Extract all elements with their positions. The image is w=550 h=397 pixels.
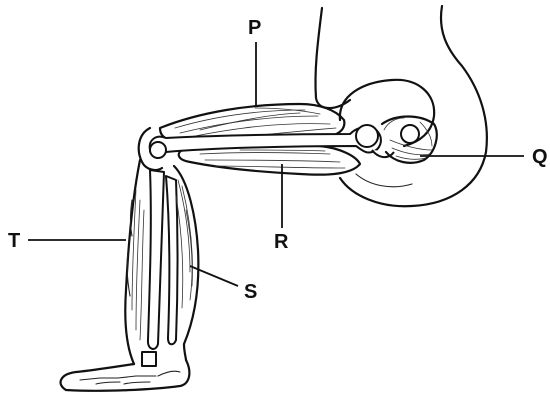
label-p: P	[248, 17, 261, 39]
label-r: R	[274, 231, 289, 253]
label-s: S	[244, 281, 257, 303]
front-shin-muscle-t	[125, 160, 144, 364]
tibia-fibula	[148, 170, 178, 349]
label-q: Q	[532, 146, 548, 168]
label-t: T	[8, 230, 20, 252]
foot	[61, 344, 190, 391]
